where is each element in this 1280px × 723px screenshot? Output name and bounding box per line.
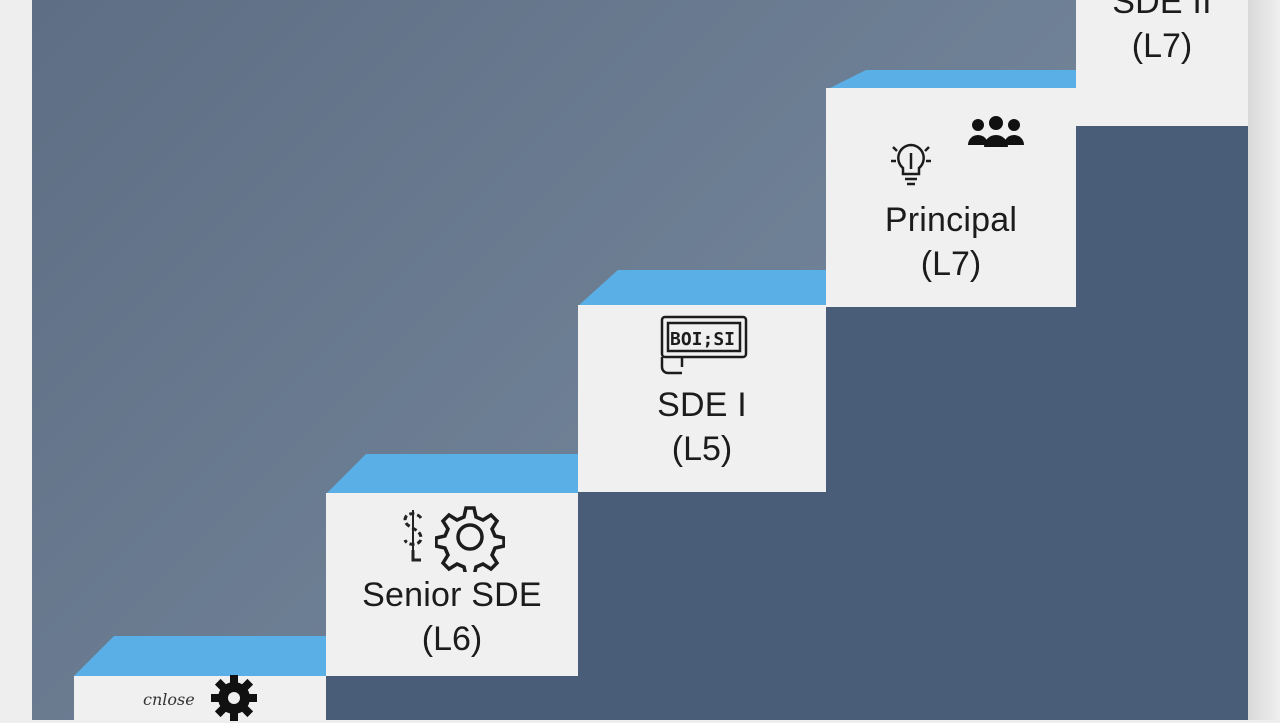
- step-1-top: [74, 636, 326, 676]
- step-4: Principal (L7): [826, 88, 1076, 307]
- stair-wall: [326, 676, 1248, 720]
- svg-text:cnlose: cnlose: [143, 690, 195, 709]
- step-1-icons: cnlose: [141, 675, 259, 721]
- step-4-level: (L7): [920, 245, 982, 283]
- step-2-icons: [399, 501, 505, 573]
- gear-icon: [435, 506, 505, 572]
- svg-text:BOI;SI: BOI;SI: [670, 329, 735, 350]
- scribble-text-icon: cnlose: [143, 690, 195, 709]
- step-4-top: [826, 70, 1076, 90]
- step-2-top: [326, 454, 578, 494]
- step-1: cnlose: [74, 675, 326, 721]
- right-margin: [1248, 0, 1280, 720]
- document-scroll-icon: BOI;SI: [660, 315, 748, 375]
- step-4-icons: [866, 106, 1036, 198]
- team-icon: [968, 116, 1024, 147]
- step-4-title: Principal: [884, 201, 1018, 239]
- stair-wall: [578, 492, 1248, 676]
- step-3-icons: BOI;SI: [654, 309, 750, 383]
- dollar-symbol-icon: [403, 510, 423, 562]
- stair-wall: [826, 307, 1248, 492]
- lightbulb-icon: [891, 143, 931, 186]
- step-3: BOI;SI SDE I (L5): [578, 305, 826, 492]
- step-2-level: (L6): [421, 620, 483, 658]
- step-2-title: Senior SDE: [362, 576, 542, 614]
- step-5-level: (L7): [1131, 27, 1193, 65]
- step-3-level: (L5): [671, 430, 733, 468]
- step-5: SDE II (L7): [1076, 0, 1248, 126]
- gear-icon: [211, 675, 257, 721]
- stair-wall: [1076, 126, 1248, 307]
- step-3-top: [578, 270, 826, 306]
- step-3-title: SDE I: [657, 386, 747, 424]
- step-2: Senior SDE (L6): [326, 493, 578, 676]
- step-5-title: SDE II: [1112, 0, 1212, 21]
